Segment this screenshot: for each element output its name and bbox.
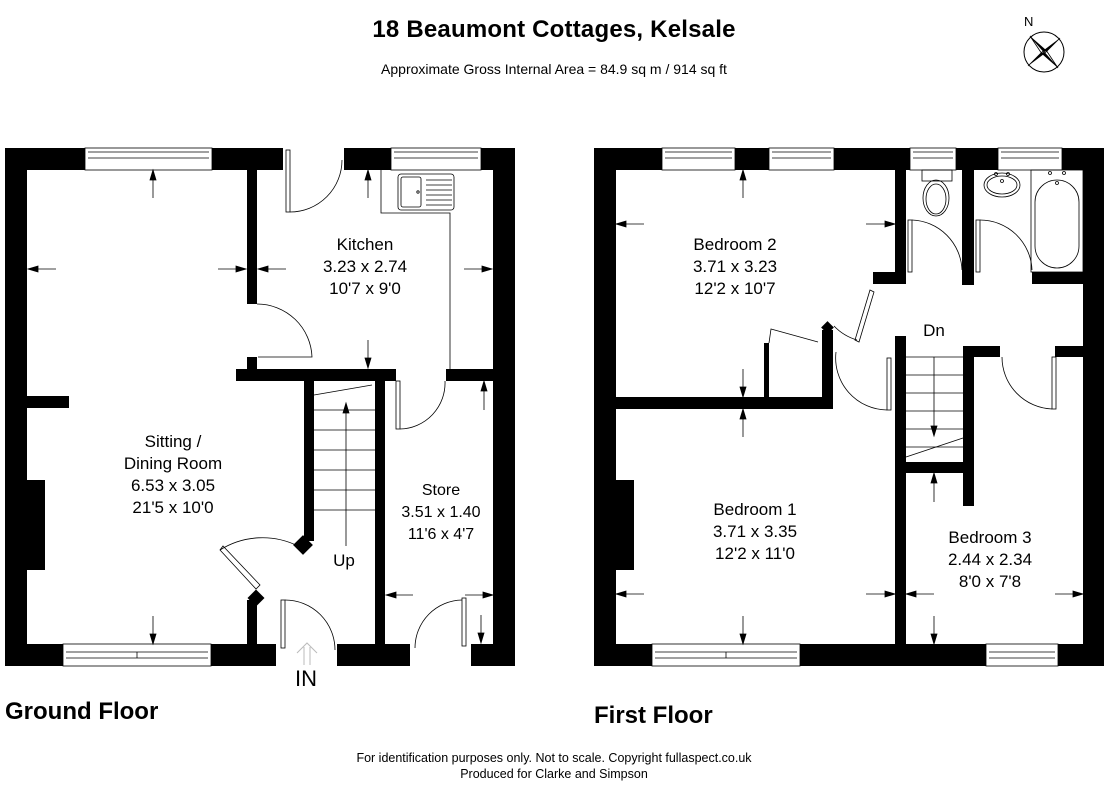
produced-for-line: Produced for Clarke and Simpson	[460, 767, 648, 781]
wall	[963, 346, 1000, 357]
page-title: 18 Beaumont Cottages, Kelsale	[372, 16, 736, 43]
wall	[304, 381, 314, 541]
room-label-sitting-dining-room: Sitting / Dining Room 6.53 x 3.05 21'5 x…	[103, 431, 243, 519]
room-imperial-size: 21'5 x 10'0	[132, 498, 214, 517]
wall	[962, 170, 974, 285]
wall	[1055, 346, 1083, 357]
wall	[1032, 272, 1104, 284]
chimney-breast	[594, 480, 634, 570]
wall	[594, 644, 652, 666]
gross-area-subtitle: Approximate Gross Internal Area = 84.9 s…	[381, 61, 727, 77]
entrance-label: IN	[295, 666, 317, 691]
room-metric-size: 3.51 x 1.40	[401, 504, 481, 521]
wall	[873, 272, 906, 284]
room-imperial-size: 10'7 x 9'0	[329, 279, 401, 298]
north-compass-rose-icon: N	[1016, 14, 1072, 74]
room-name: Kitchen	[336, 235, 394, 254]
wall	[800, 644, 986, 666]
room-metric-size: 3.71 x 3.23	[692, 257, 778, 276]
room-metric-size: 2.44 x 2.34	[947, 550, 1033, 569]
room-label-store: Store 3.51 x 1.40 11'6 x 4'7	[386, 480, 496, 546]
wall	[211, 644, 276, 666]
room-imperial-size: 8'0 x 7'8	[958, 572, 1022, 591]
room-metric-size: 6.53 x 3.05	[130, 476, 216, 495]
room-metric-size: 3.71 x 3.35	[712, 522, 798, 541]
first-floor-linework	[614, 147, 1085, 667]
ground-floor-linework	[26, 147, 495, 667]
chimney-breast	[5, 480, 45, 570]
wall	[236, 369, 396, 381]
stairs-up-label: Up	[333, 551, 355, 570]
room-label-bedroom-1: Bedroom 1 3.71 x 3.35 12'2 x 11'0	[690, 499, 820, 565]
room-name: Bedroom 1	[713, 500, 797, 519]
room-imperial-size: 11'6 x 4'7	[407, 526, 475, 543]
wall	[764, 343, 769, 399]
wall	[247, 170, 257, 304]
room-name: Sitting /	[144, 432, 202, 451]
wall	[822, 330, 833, 409]
wall	[247, 357, 257, 369]
wall	[212, 148, 283, 170]
disclaimer-line: For identification purposes only. Not to…	[356, 751, 752, 765]
room-metric-size: 3.23 x 2.74	[322, 257, 408, 276]
compass-north-label: N	[1024, 14, 1034, 29]
wall	[895, 170, 906, 282]
room-label-kitchen: Kitchen 3.23 x 2.74 10'7 x 9'0	[300, 234, 430, 300]
wall	[963, 346, 974, 506]
wall	[956, 148, 998, 170]
wall	[344, 148, 391, 170]
wall	[471, 644, 515, 666]
wall	[247, 600, 257, 652]
wall	[616, 397, 833, 409]
first-floor-plan: Bedroom 2 3.71 x 3.23 12'2 x 10'7 Bedroo…	[594, 147, 1104, 667]
wall	[1058, 644, 1104, 666]
wall	[834, 148, 910, 170]
ground-floor-plan: Kitchen 3.23 x 2.74 10'7 x 9'0 Sitting /…	[0, 0, 540, 700]
first-floor-label: First Floor	[594, 702, 713, 729]
room-label-bedroom-3: Bedroom 3 2.44 x 2.34 8'0 x 7'8	[925, 527, 1055, 593]
wall	[895, 336, 906, 646]
wall	[337, 644, 410, 666]
wall	[375, 381, 385, 666]
ground-floor-label: Ground Floor	[5, 698, 159, 725]
wall	[446, 369, 493, 381]
wall	[906, 462, 966, 473]
room-name: Store	[421, 482, 461, 499]
room-name: Bedroom 2	[693, 235, 777, 254]
room-name: Bedroom 3	[948, 528, 1032, 547]
wall	[735, 148, 769, 170]
room-name-line2: Dining Room	[123, 454, 223, 473]
footer-disclaimer: For identification purposes only. Not to…	[0, 750, 1108, 782]
wall	[5, 644, 63, 666]
room-label-bedroom-2: Bedroom 2 3.71 x 3.23 12'2 x 10'7	[670, 234, 800, 300]
room-imperial-size: 12'2 x 10'7	[694, 279, 776, 298]
stairs-down-label: Dn	[923, 321, 945, 340]
wall	[5, 396, 69, 408]
wall	[493, 148, 515, 666]
room-imperial-size: 12'2 x 11'0	[715, 544, 795, 563]
